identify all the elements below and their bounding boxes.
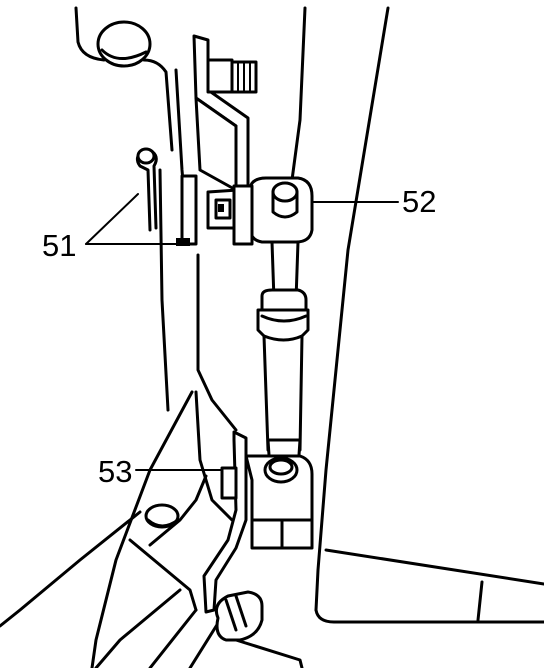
left-roller: [144, 503, 180, 529]
lower-bracket: [202, 430, 248, 614]
bottom-knob: [214, 590, 264, 642]
callout-leaders: [85, 193, 399, 471]
threaded-bolt: [206, 58, 258, 94]
upper-clevis: [206, 176, 314, 246]
callout-53: 53: [98, 454, 132, 489]
frame-lines: [0, 6, 544, 668]
callout-52: 52: [402, 184, 436, 219]
lower-clevis: [244, 454, 314, 550]
top-knob: [96, 20, 152, 68]
cotter-pin: [135, 147, 158, 232]
gas-strut: [256, 240, 310, 472]
flat-washer: [176, 174, 198, 246]
callout-51: 51: [42, 228, 76, 263]
